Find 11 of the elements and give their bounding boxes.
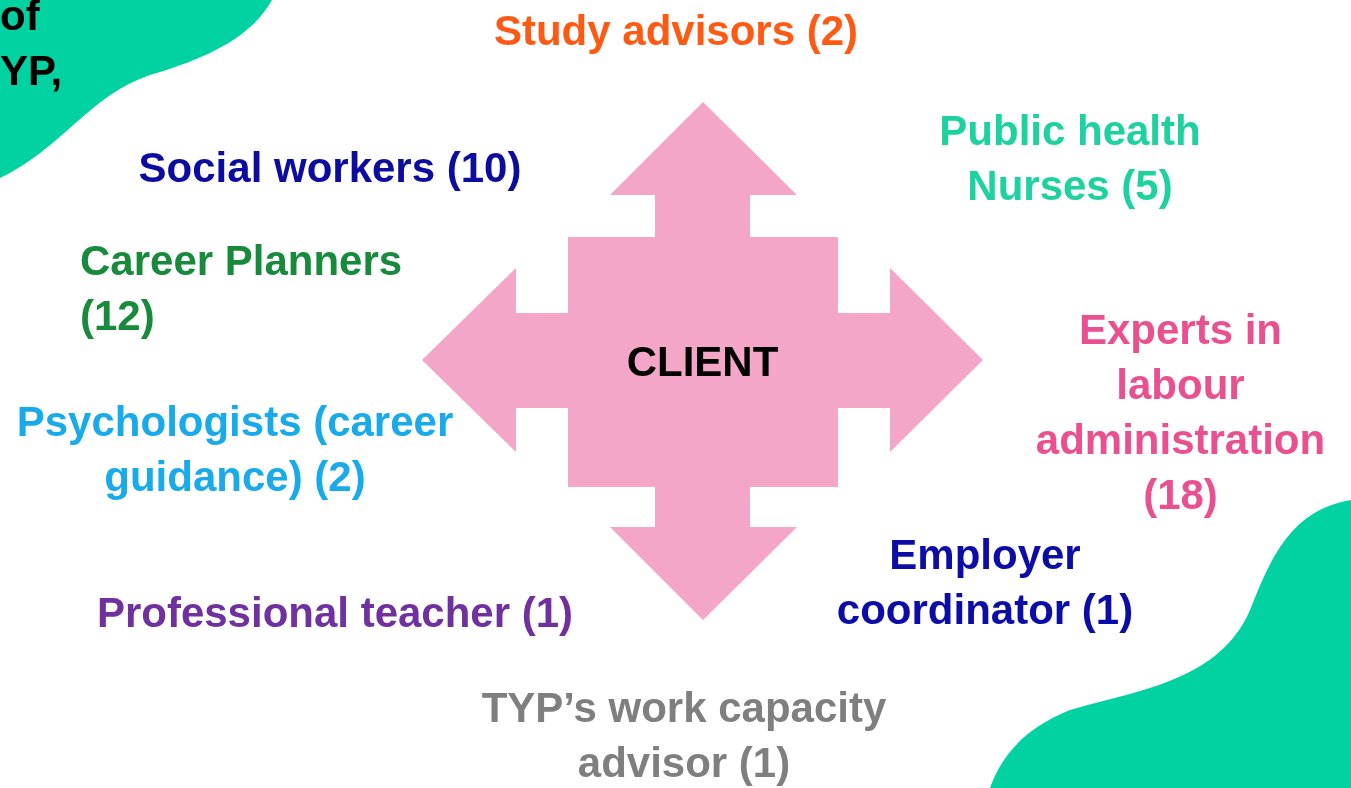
role-label: Employer coordinator (1) <box>835 530 1135 635</box>
role-label: TYP’s work capacity advisor (1) <box>480 683 888 788</box>
role-label: Psychologists (career guidance) (2) <box>15 397 455 502</box>
role-label: Professional teacher (1) <box>95 588 575 638</box>
title-text: of YP, <box>0 0 64 96</box>
role-label: Experts in labour administration (18) <box>1034 305 1327 520</box>
role-label: Study advisors (2) <box>492 6 860 56</box>
role-label: Social workers (10) <box>137 143 523 193</box>
role-label: Public health Nurses (5) <box>938 106 1202 211</box>
role-label: Career Planners (12) <box>80 236 404 341</box>
center-label: CLIENT <box>625 337 780 387</box>
